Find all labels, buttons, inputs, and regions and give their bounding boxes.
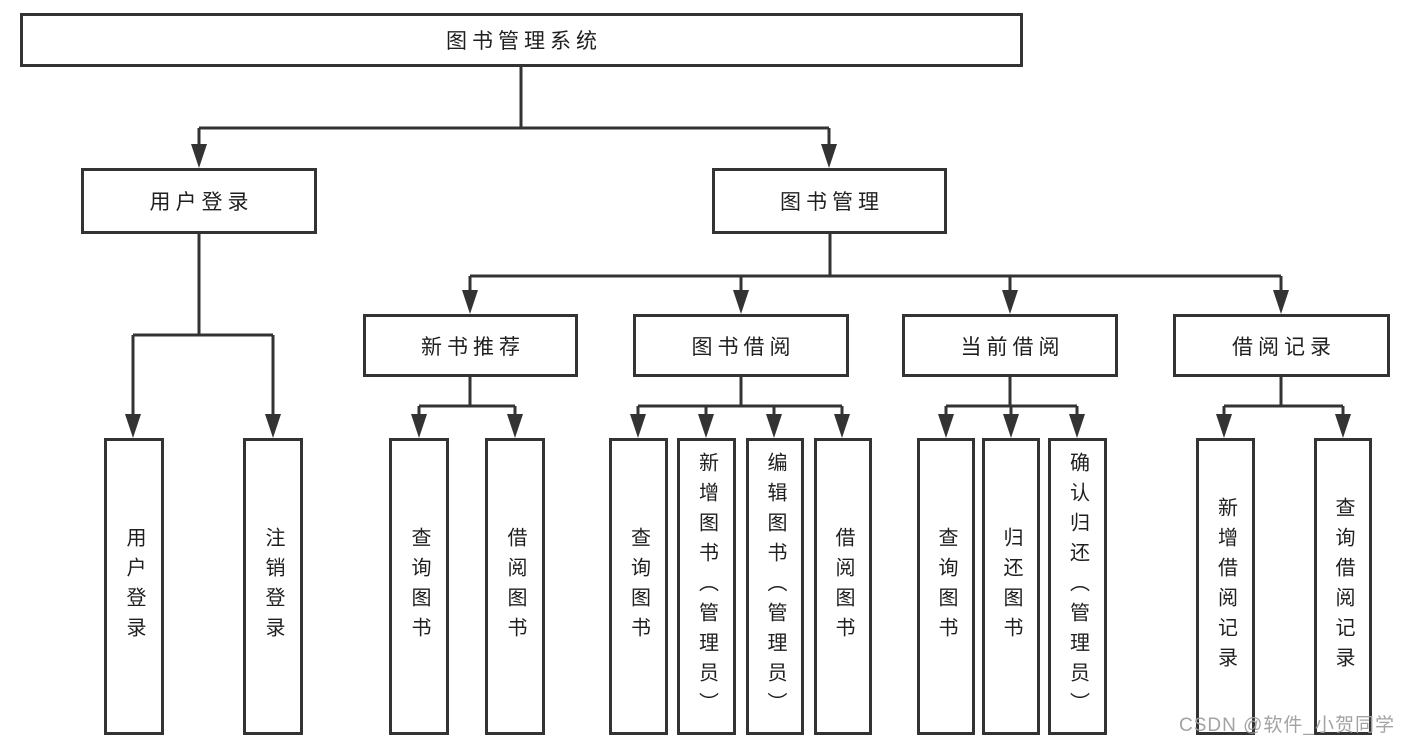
leaf-confirm-return-admin: 确认归还（管理员） bbox=[1048, 438, 1107, 735]
arrow-icon bbox=[698, 414, 714, 438]
node-label: 用户登录 bbox=[149, 191, 254, 214]
arrow-icon bbox=[630, 414, 646, 438]
arrow-icon bbox=[411, 414, 427, 438]
arrow-icon bbox=[1003, 414, 1019, 438]
leaf-query-books-borrowing: 查询图书 bbox=[609, 438, 668, 735]
node-label: 新书推荐 bbox=[421, 335, 525, 359]
arrow-icon bbox=[766, 414, 782, 438]
arrow-icon bbox=[733, 290, 749, 314]
leaf-borrow-books-recommend: 借阅图书 bbox=[485, 438, 545, 735]
leaf-query-books-current: 查询图书 bbox=[917, 438, 975, 735]
csdn-watermark: CSDN @软件_小贺同学 bbox=[1179, 715, 1395, 736]
node-label: 借阅记录 bbox=[1232, 335, 1336, 359]
leaf-query-books-recommend: 查询图书 bbox=[389, 438, 449, 735]
node-label: 归还图书 bbox=[1000, 526, 1022, 647]
node-label: 图书借阅 bbox=[691, 335, 796, 359]
node-label: 确认归还（管理员） bbox=[1066, 451, 1089, 722]
leaf-borrow-books: 借阅图书 bbox=[814, 438, 872, 735]
node-label: 查询图书 bbox=[627, 526, 650, 647]
arrow-icon bbox=[125, 414, 141, 438]
node-label: 借阅图书 bbox=[832, 526, 854, 647]
arrow-icon bbox=[191, 144, 207, 168]
node-user-login: 用户登录 bbox=[81, 168, 317, 234]
node-label: 图书管理 bbox=[780, 191, 884, 214]
node-label: 用户登录 bbox=[123, 526, 145, 647]
node-label: 新增图书（管理员） bbox=[695, 451, 718, 722]
arrow-icon bbox=[1335, 414, 1351, 438]
node-borrow-records: 借阅记录 bbox=[1173, 314, 1390, 377]
arrow-icon bbox=[265, 414, 281, 438]
arrow-icon bbox=[507, 414, 523, 438]
node-label: 新增借阅记录 bbox=[1214, 496, 1237, 677]
arrowheads bbox=[125, 144, 1351, 438]
node-book-borrowing: 图书借阅 bbox=[633, 314, 849, 377]
arrow-icon bbox=[938, 414, 954, 438]
node-label: 注销登录 bbox=[262, 526, 284, 647]
node-label: 查询图书 bbox=[935, 526, 957, 647]
arrow-icon bbox=[462, 290, 478, 314]
arrow-icon bbox=[1002, 290, 1018, 314]
node-label: 图书管理系统 bbox=[446, 30, 602, 53]
leaf-user-login: 用户登录 bbox=[104, 438, 164, 735]
leaf-add-book-admin: 新增图书（管理员） bbox=[677, 438, 736, 735]
node-label: 查询借阅记录 bbox=[1332, 496, 1354, 677]
arrow-icon bbox=[1273, 290, 1289, 314]
arrow-icon bbox=[1216, 414, 1232, 438]
node-label: 查询图书 bbox=[408, 526, 430, 647]
arrow-icon bbox=[1069, 414, 1085, 438]
leaf-query-borrow-record: 查询借阅记录 bbox=[1314, 438, 1372, 735]
node-new-book-recommend: 新书推荐 bbox=[363, 314, 578, 377]
node-label: 编辑图书（管理员） bbox=[764, 451, 786, 722]
leaf-edit-book-admin: 编辑图书（管理员） bbox=[746, 438, 804, 735]
node-current-borrowing: 当前借阅 bbox=[902, 314, 1118, 377]
arrow-icon bbox=[821, 144, 837, 168]
leaf-return-books: 归还图书 bbox=[982, 438, 1040, 735]
node-book-management: 图书管理 bbox=[712, 168, 947, 234]
node-library-system: 图书管理系统 bbox=[20, 13, 1023, 67]
node-label: 当前借阅 bbox=[960, 335, 1065, 359]
node-label: 借阅图书 bbox=[504, 526, 526, 647]
leaf-add-borrow-record: 新增借阅记录 bbox=[1196, 438, 1255, 735]
arrow-icon bbox=[834, 414, 850, 438]
leaf-logout: 注销登录 bbox=[243, 438, 303, 735]
